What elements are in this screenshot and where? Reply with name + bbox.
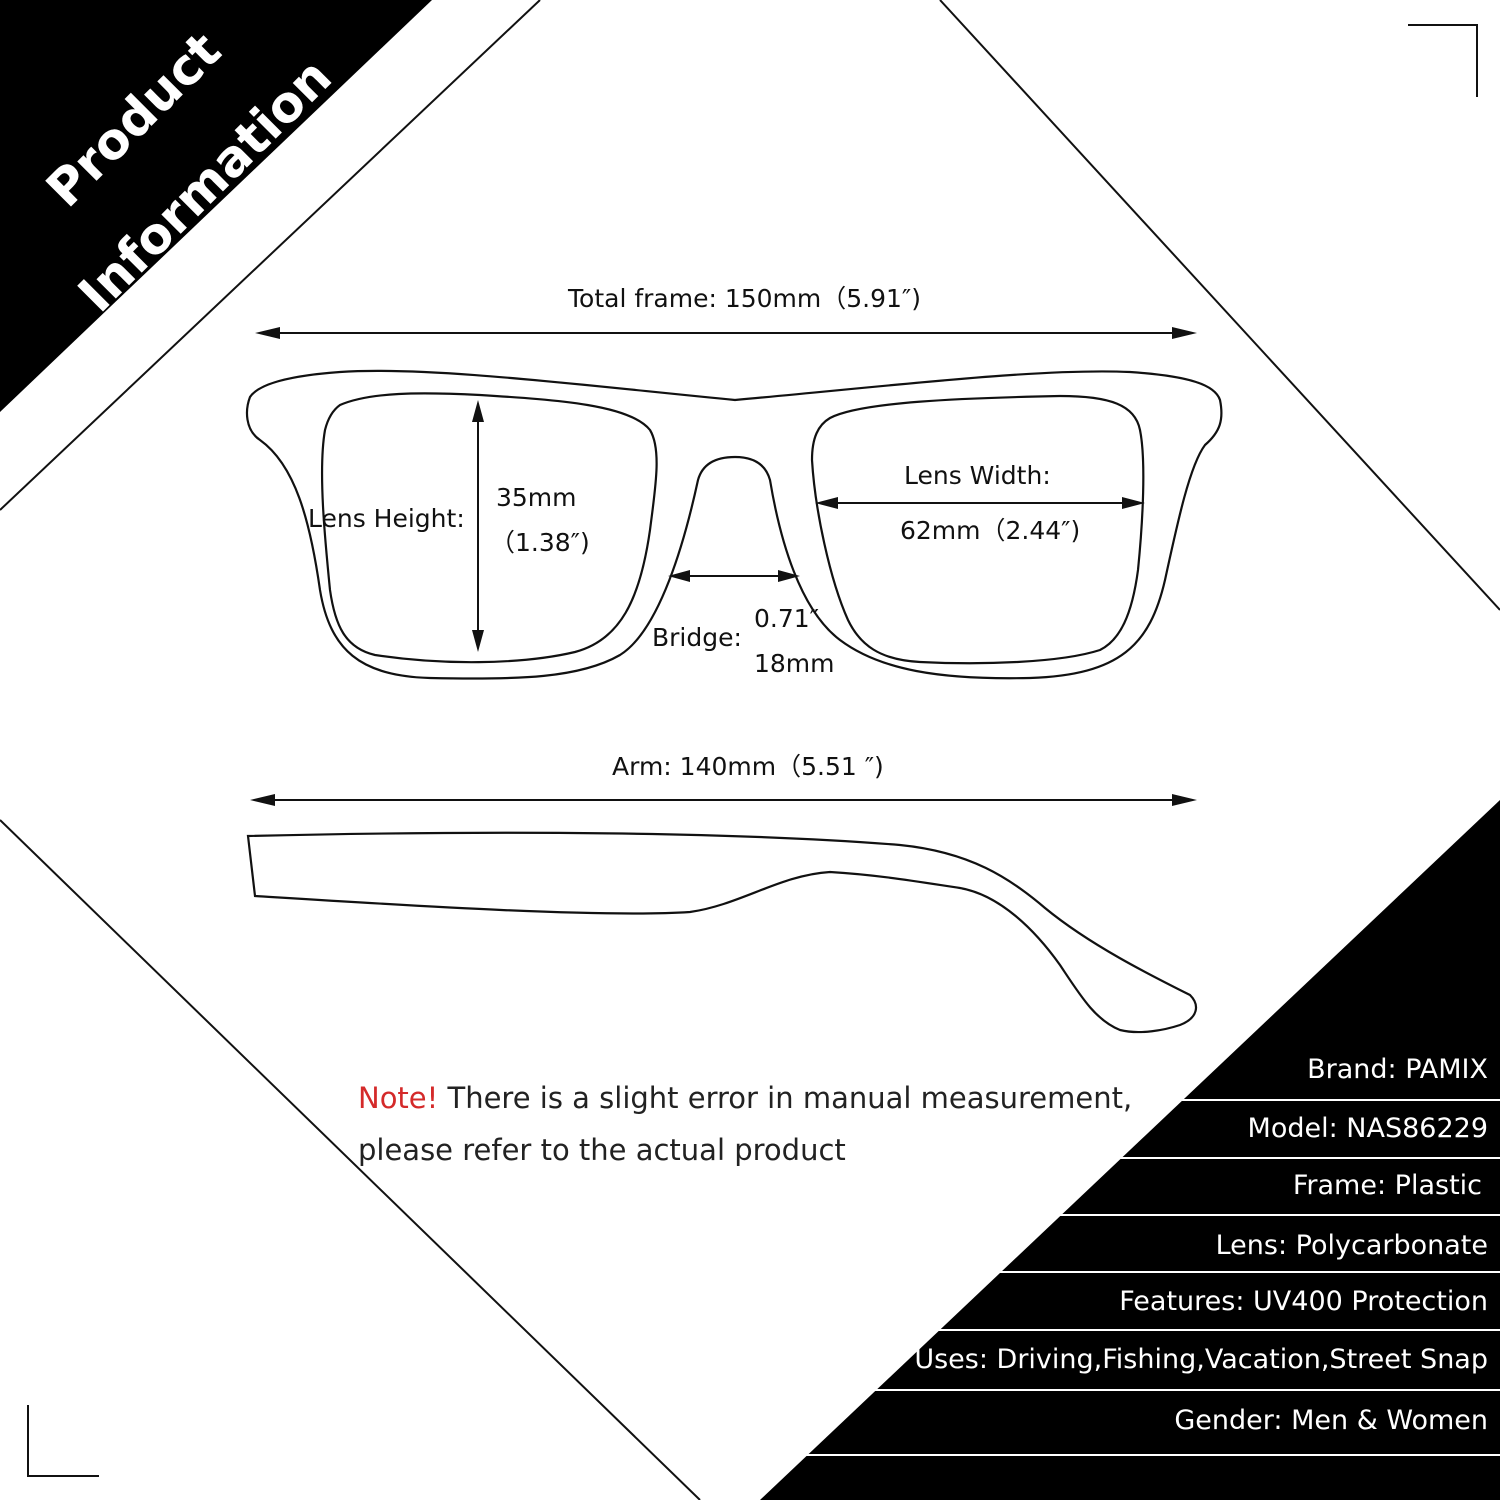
specs-dividers bbox=[785, 1099, 1500, 1456]
spec-features: Features: UV400 Protection bbox=[1119, 1286, 1488, 1317]
crop-mark-top-right bbox=[1408, 24, 1478, 97]
lens-height-mm: 35mm bbox=[496, 483, 577, 512]
left-lens bbox=[320, 392, 658, 664]
arm-label: Arm: 140mm（5.51 ″) bbox=[612, 752, 884, 781]
right-lens bbox=[810, 394, 1145, 665]
spec-brand: Brand: PAMIX bbox=[1307, 1054, 1488, 1085]
note-prefix: Note! bbox=[358, 1081, 439, 1115]
crop-mark-bottom-left bbox=[27, 1405, 99, 1477]
lens-width-value: 62mm（2.44″) bbox=[900, 516, 1081, 545]
dimension-arrows bbox=[250, 327, 1197, 806]
note-text: There is a slight error in manual measur… bbox=[358, 1081, 1133, 1168]
spec-gender: Gender: Men & Women bbox=[1174, 1405, 1488, 1436]
temple-arm bbox=[246, 831, 1198, 1034]
lens-height-label: Lens Height: bbox=[308, 504, 465, 533]
total-frame-label: Total frame: 150mm（5.91″) bbox=[568, 284, 922, 313]
corner-triangle bbox=[0, 0, 432, 412]
spec-frame: Frame: Plastic bbox=[1292, 1170, 1482, 1201]
lens-height-in: （1.38″) bbox=[490, 528, 590, 557]
specs-band bbox=[760, 800, 1500, 1500]
measurement-note: Note! There is a slight error in manual … bbox=[358, 1072, 1158, 1176]
spec-model: Model: NAS86229 bbox=[1247, 1113, 1488, 1144]
bridge-label: Bridge: bbox=[652, 623, 742, 652]
spec-uses: Uses: Driving,Fishing,Vacation,Street Sn… bbox=[914, 1344, 1488, 1375]
lens-width-label: Lens Width: bbox=[904, 461, 1051, 490]
frame-outline bbox=[245, 369, 1223, 680]
spec-lens: Lens: Polycarbonate bbox=[1215, 1230, 1488, 1261]
bridge-in: 0.71″ bbox=[754, 604, 820, 633]
bridge-mm: 18mm bbox=[754, 649, 835, 678]
